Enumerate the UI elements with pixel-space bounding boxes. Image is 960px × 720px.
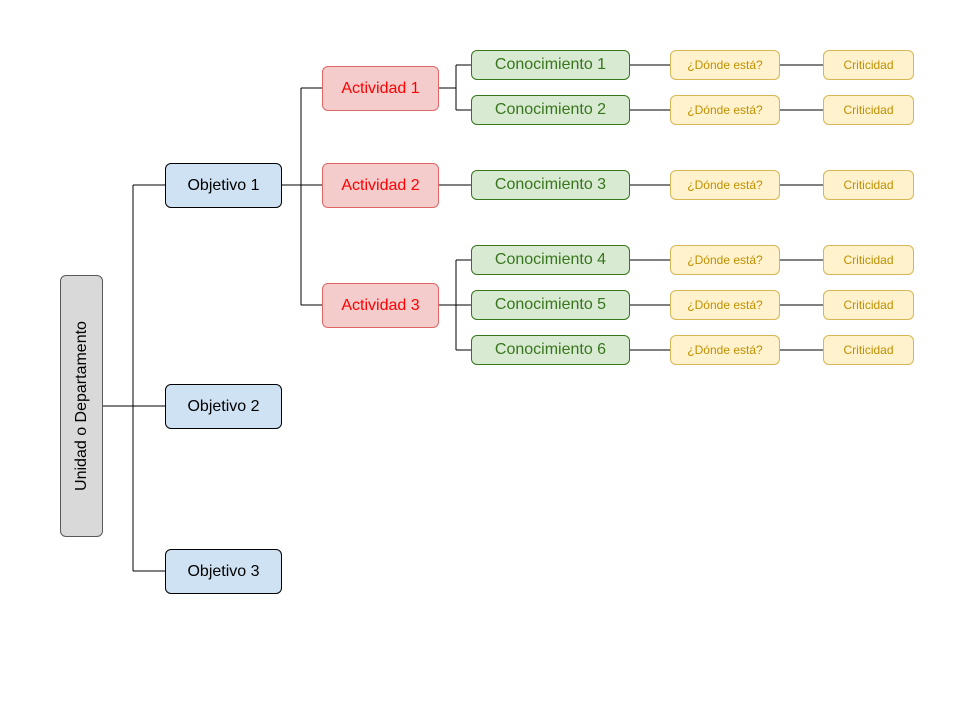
root-node-unit: Unidad o Departamento bbox=[60, 275, 103, 537]
activity-label: Actividad 1 bbox=[341, 79, 420, 97]
location-node-6: ¿Dónde está? bbox=[670, 335, 780, 365]
criticality-node-6: Criticidad bbox=[823, 335, 914, 365]
knowledge-label: Conocimiento 4 bbox=[494, 251, 607, 268]
knowledge-label: Conocimiento 3 bbox=[494, 176, 607, 193]
criticality-label: Criticidad bbox=[843, 253, 894, 267]
location-node-4: ¿Dónde está? bbox=[670, 245, 780, 275]
criticality-node-5: Criticidad bbox=[823, 290, 914, 320]
activity-node-2: Actividad 2 bbox=[322, 163, 439, 208]
criticality-label: Criticidad bbox=[843, 343, 894, 357]
location-node-2: ¿Dónde está? bbox=[670, 95, 780, 125]
criticality-node-3: Criticidad bbox=[823, 170, 914, 200]
location-label: ¿Dónde está? bbox=[687, 253, 763, 267]
activity-label: Actividad 3 bbox=[341, 296, 420, 314]
activity-node-3: Actividad 3 bbox=[322, 283, 439, 328]
location-node-1: ¿Dónde está? bbox=[670, 50, 780, 80]
knowledge-label: Conocimiento 5 bbox=[494, 296, 607, 313]
knowledge-node-1: Conocimiento 1 bbox=[471, 50, 630, 80]
location-label: ¿Dónde está? bbox=[687, 298, 763, 312]
objective-label: Objetivo 2 bbox=[187, 397, 260, 415]
objective-node-2: Objetivo 2 bbox=[165, 384, 282, 429]
knowledge-node-6: Conocimiento 6 bbox=[471, 335, 630, 365]
location-label: ¿Dónde está? bbox=[687, 103, 763, 117]
objective-node-1: Objetivo 1 bbox=[165, 163, 282, 208]
activity-label: Actividad 2 bbox=[341, 176, 420, 194]
location-node-3: ¿Dónde está? bbox=[670, 170, 780, 200]
criticality-node-1: Criticidad bbox=[823, 50, 914, 80]
knowledge-label: Conocimiento 6 bbox=[494, 341, 607, 358]
location-label: ¿Dónde está? bbox=[687, 343, 763, 357]
knowledge-label: Conocimiento 1 bbox=[494, 56, 607, 73]
activity-node-1: Actividad 1 bbox=[322, 66, 439, 111]
knowledge-node-2: Conocimiento 2 bbox=[471, 95, 630, 125]
location-label: ¿Dónde está? bbox=[687, 58, 763, 72]
objective-node-3: Objetivo 3 bbox=[165, 549, 282, 594]
criticality-label: Criticidad bbox=[843, 103, 894, 117]
knowledge-node-3: Conocimiento 3 bbox=[471, 170, 630, 200]
criticality-node-2: Criticidad bbox=[823, 95, 914, 125]
criticality-node-4: Criticidad bbox=[823, 245, 914, 275]
location-node-5: ¿Dónde está? bbox=[670, 290, 780, 320]
knowledge-node-5: Conocimiento 5 bbox=[471, 290, 630, 320]
criticality-label: Criticidad bbox=[843, 178, 894, 192]
root-node-label: Unidad o Departamento bbox=[72, 321, 90, 491]
objective-label: Objetivo 3 bbox=[187, 562, 260, 580]
criticality-label: Criticidad bbox=[843, 58, 894, 72]
knowledge-node-4: Conocimiento 4 bbox=[471, 245, 630, 275]
knowledge-label: Conocimiento 2 bbox=[494, 101, 607, 118]
location-label: ¿Dónde está? bbox=[687, 178, 763, 192]
objective-label: Objetivo 1 bbox=[187, 176, 260, 194]
criticality-label: Criticidad bbox=[843, 298, 894, 312]
